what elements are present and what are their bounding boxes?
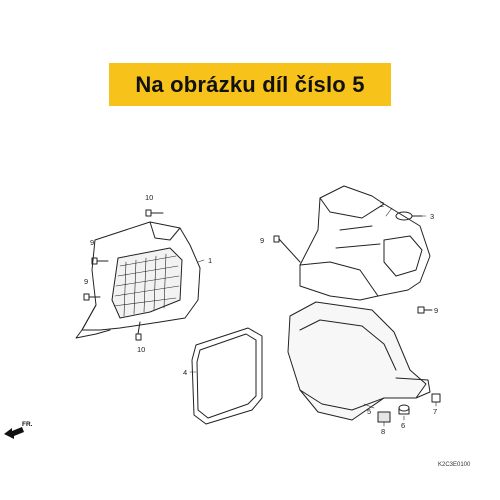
callout-4: 4 [183,368,187,377]
callout-7: 7 [433,407,437,416]
callout-10-b: 10 [137,345,145,354]
bolt-9-left-upper [91,257,109,265]
bolt-9-left-lower [83,293,101,301]
front-direction-arrow-icon: FR. [4,421,33,439]
callout-1: 1 [208,256,212,265]
bolt-9-shroud-right [417,306,433,314]
callout-6: 6 [401,421,405,430]
callout-9-c: 9 [260,236,264,245]
bolt-8-part [377,411,391,423]
callout-9-b: 9 [84,277,88,286]
callout-8: 8 [381,427,385,436]
callout-9-d: 9 [434,306,438,315]
shroud-lower-part [287,301,431,421]
callouts: 1 2 3 4 5 6 7 8 9 9 9 9 10 10 [84,193,438,436]
part-number-banner: Na obrázku díl číslo 5 [109,63,391,106]
shroud-upper-part [299,185,431,301]
gasket-part [191,327,263,425]
diagram-code: K2C3E0100 [438,462,471,468]
bolt-10-top [145,209,164,217]
fan-cover-part [75,221,201,339]
front-direction-label: FR. [22,421,33,428]
callout-5: 5 [367,407,371,416]
plug-7-part [431,393,441,403]
callout-9-a: 9 [90,238,94,247]
bolt-9-shroud-upper [273,235,301,263]
callout-2: 2 [380,200,384,209]
bolt-10-bottom [135,321,142,341]
callout-10-a: 10 [145,193,153,202]
callout-3: 3 [430,212,434,221]
collar-6-part [398,404,410,415]
leader-lines [189,207,437,427]
